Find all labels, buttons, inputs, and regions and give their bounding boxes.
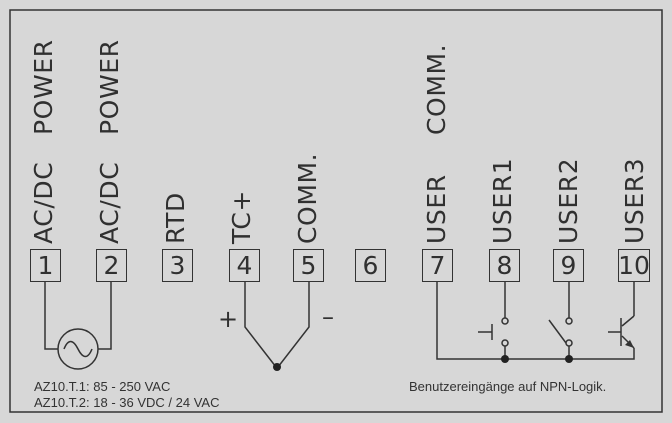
label-t2-power: POWER	[95, 39, 124, 135]
label-t2-acdc: AC/DC	[95, 161, 124, 244]
terminal-2: 2	[96, 249, 127, 282]
wire-t4-tc-plus	[244, 282, 277, 368]
terminal-9: 9	[553, 249, 584, 282]
transistor-emitter-arrow	[625, 340, 634, 348]
ac-source-symbol	[57, 328, 99, 370]
label-t7-comm: COMM.	[422, 43, 451, 135]
terminal-10: 10	[618, 249, 650, 282]
label-t1-acdc: AC/DC	[29, 161, 58, 244]
switch-contact-circles	[501, 317, 573, 347]
terminal-8: 8	[489, 249, 520, 282]
label-t7-user: USER	[422, 174, 451, 244]
terminal-4: 4	[229, 249, 260, 282]
junction-dots	[501, 355, 573, 363]
polarity-minus: –	[322, 303, 334, 331]
wire-t2-to-source	[98, 282, 112, 350]
wire-t5-comm	[277, 282, 310, 368]
wire-t1-to-source	[44, 282, 58, 350]
terminal-6: 6	[355, 249, 386, 282]
wire-t7-common	[436, 282, 635, 360]
sine-wave-icon	[63, 340, 93, 358]
model-note-1: AZ10.T.1: 85 - 250 VAC	[34, 379, 171, 394]
ac-power-wiring	[44, 282, 112, 370]
user-input-wiring	[436, 282, 635, 360]
model-note-2: AZ10.T.2: 18 - 36 VDC / 24 VAC	[34, 395, 220, 410]
label-t10-user3: USER3	[620, 157, 649, 244]
label-t3-rtd: RTD	[161, 192, 190, 244]
label-t5-comm: COMM.	[293, 152, 322, 244]
label-t8-user1: USER1	[488, 157, 517, 244]
label-t1-power: POWER	[29, 39, 58, 135]
terminal-5: 5	[293, 249, 324, 282]
switch-contact	[548, 319, 567, 344]
tc-junction-dot	[273, 363, 281, 371]
label-t4-tc-plus: TC+	[227, 189, 256, 244]
label-t9-user2: USER2	[554, 157, 583, 244]
transistor-collector	[621, 315, 635, 327]
polarity-plus: +	[218, 305, 239, 333]
terminal-3: 3	[162, 249, 193, 282]
frame-border	[9, 9, 663, 413]
terminal-7: 7	[422, 249, 453, 282]
terminal-1: 1	[30, 249, 61, 282]
thermocouple-wiring	[244, 282, 310, 368]
npn-logic-note: Benutzereingänge auf NPN-Logik.	[409, 379, 607, 394]
